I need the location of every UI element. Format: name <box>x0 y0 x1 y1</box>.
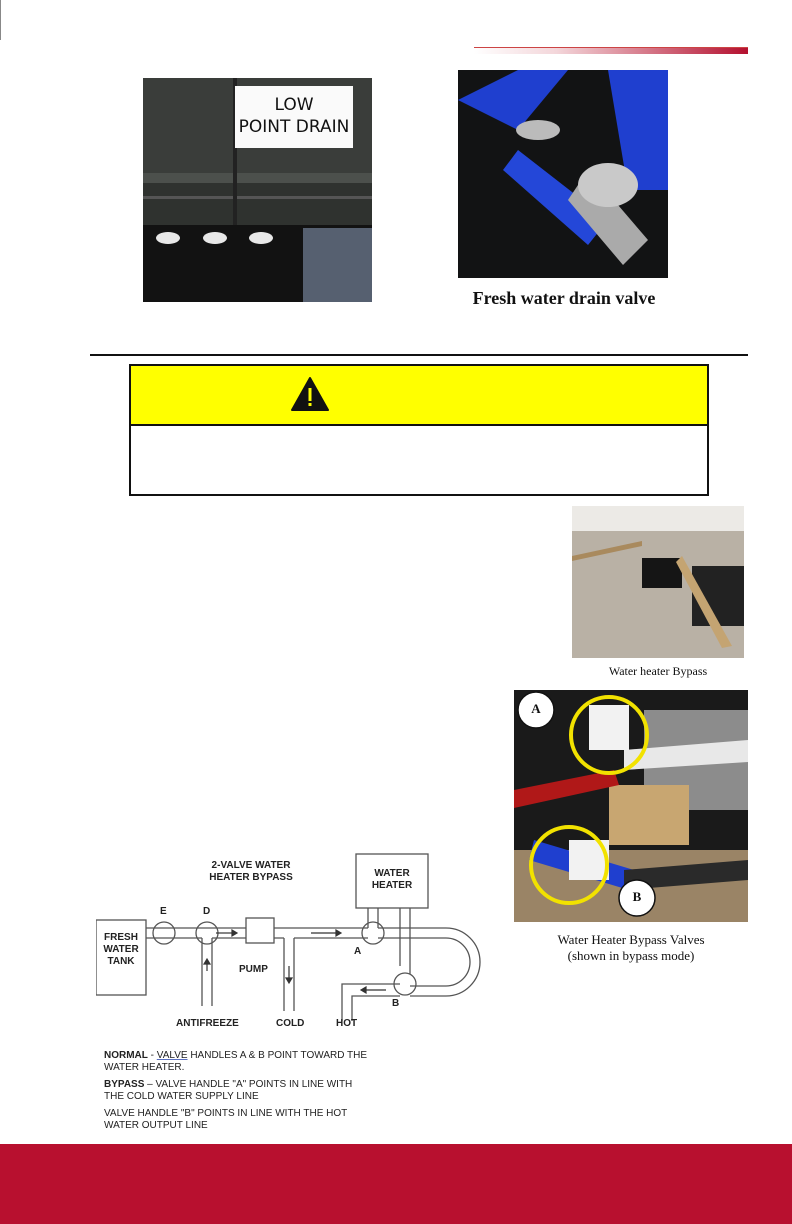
water-heater-bypass-photo <box>572 506 744 658</box>
fresh-water-drain-caption: Fresh water drain valve <box>472 288 656 308</box>
cold-label: COLD <box>276 1018 305 1029</box>
valve-e-label: E <box>160 906 167 917</box>
bypass-valves-illustration <box>514 690 748 922</box>
valve-b-label: B <box>392 998 400 1009</box>
note-valve-b: VALVE HANDLE "B" POINTS IN LINE WITH THE… <box>104 1108 348 1131</box>
bypass-valves-caption-line2: (shown in bypass mode) <box>567 948 695 963</box>
valve-a-marker: A <box>531 701 541 716</box>
caution-box <box>129 364 709 496</box>
note-normal: NORMAL - VALVE HANDLES A & B POINT TOWAR… <box>104 1050 374 1074</box>
section-divider <box>90 354 748 356</box>
bypass-diagram-lines <box>95 853 481 1021</box>
note-normal-label: NORMAL <box>104 1050 148 1061</box>
low-point-drain-sign: LOW POINT DRAIN <box>235 86 353 148</box>
note-normal-valve: VALVE <box>156 1050 188 1061</box>
sign-line-2: POINT DRAIN <box>238 117 350 137</box>
valve-d-label: D <box>203 906 211 917</box>
note-normal-sep: - <box>147 1050 157 1061</box>
note-bypass-text: – VALVE HANDLE "A" POINTS IN LINE WITH T… <box>104 1079 353 1102</box>
note-normal-text: HANDLES A & B POINT TOWARD THE WATER HEA… <box>104 1050 368 1073</box>
heater-label-line1: WATER <box>374 868 410 879</box>
header-rule-thin <box>474 47 748 48</box>
tank-label: FRESH WATER TANK <box>96 932 146 968</box>
bypass-valves-photo: A B <box>514 690 748 922</box>
sign-line-1: LOW <box>274 95 314 115</box>
page-edge-line <box>0 0 1 40</box>
diagram-title-line1: 2-VALVE WATER <box>211 860 291 871</box>
tank-label-line3: TANK <box>107 956 135 967</box>
pump-label: PUMP <box>239 964 268 975</box>
bypass-diagram: 2-VALVE WATER HEATER BYPASS FRESH WATER … <box>95 846 500 1040</box>
drain-valve-illustration <box>458 70 668 278</box>
antifreeze-label: ANTIFREEZE <box>176 1018 239 1029</box>
hot-label: HOT <box>336 1018 358 1029</box>
note-bypass: BYPASS – VALVE HANDLE "A" POINTS IN LINE… <box>104 1079 374 1103</box>
tank-label-line1: FRESH <box>104 932 138 943</box>
note-bypass-label: BYPASS <box>104 1079 145 1090</box>
bypass-valves-caption: Water Heater Bypass Valves (shown in byp… <box>514 932 748 964</box>
footer-bar <box>0 1144 792 1224</box>
water-heater-bypass-caption: Water heater Bypass <box>608 664 708 678</box>
bypass-notes: NORMAL - VALVE HANDLES A & B POINT TOWAR… <box>104 1050 374 1132</box>
valve-b-marker: B <box>632 889 642 904</box>
bypass-valves-caption-line1: Water Heater Bypass Valves <box>557 932 705 947</box>
heater-label: WATER HEATER <box>356 868 428 892</box>
header-accent-bar <box>474 48 748 54</box>
warning-triangle-icon <box>291 377 329 411</box>
bypass-photo-illustration <box>572 506 744 658</box>
diagram-title-line2: HEATER BYPASS <box>209 872 293 883</box>
low-point-drain-photo: LOW POINT DRAIN <box>143 78 372 302</box>
caution-header <box>131 366 707 426</box>
valve-a-label: A <box>354 946 362 957</box>
heater-label-line2: HEATER <box>371 880 413 891</box>
diagram-title: 2-VALVE WATER HEATER BYPASS <box>196 860 306 884</box>
fresh-water-drain-valve-photo <box>458 70 668 278</box>
tank-label-line2: WATER <box>103 944 139 955</box>
